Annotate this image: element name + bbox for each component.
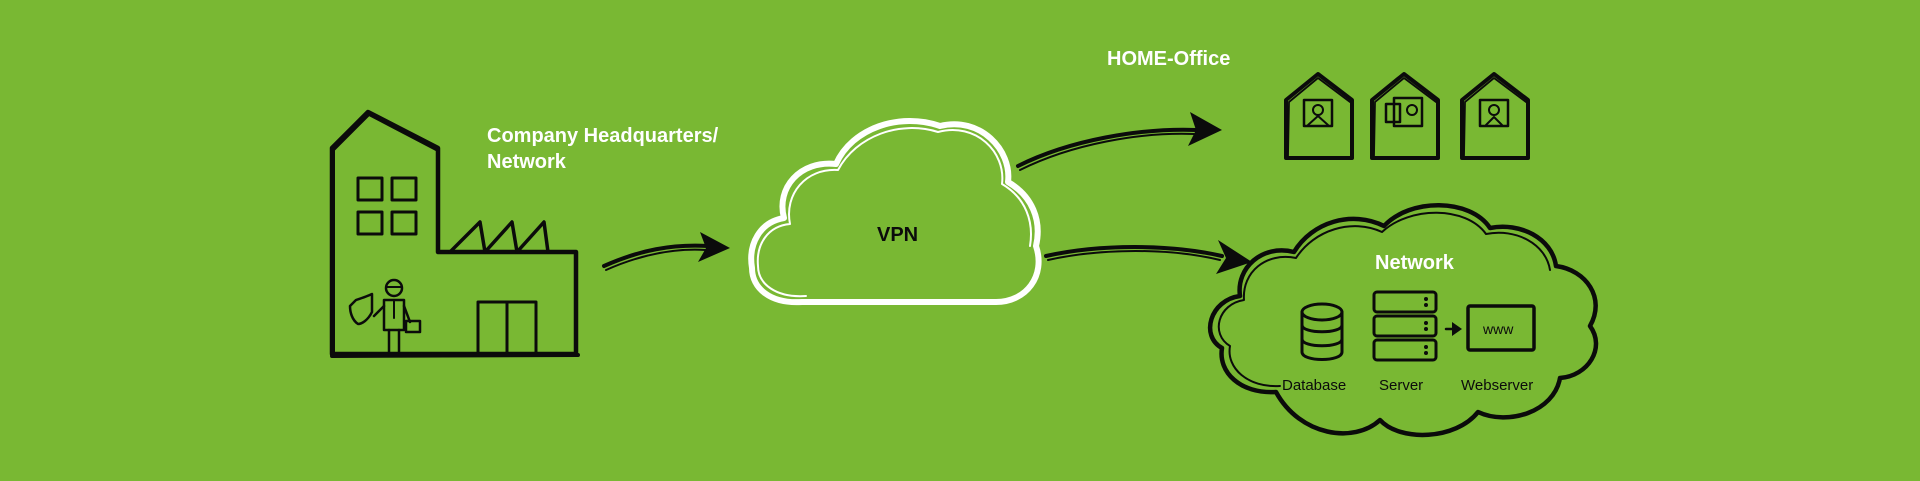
headquarters-label-line1: Company Headquarters/ <box>487 125 719 147</box>
server-label: Server <box>1379 377 1423 394</box>
webserver-label: Webserver <box>1461 377 1533 394</box>
home-office-label: HOME-Office <box>1107 48 1230 70</box>
vpn-label: VPN <box>877 224 918 246</box>
headquarters-label-line2: Network <box>487 151 567 173</box>
network-label: Network <box>1375 252 1455 274</box>
www-label: www <box>1482 321 1514 337</box>
database-label: Database <box>1282 377 1346 394</box>
